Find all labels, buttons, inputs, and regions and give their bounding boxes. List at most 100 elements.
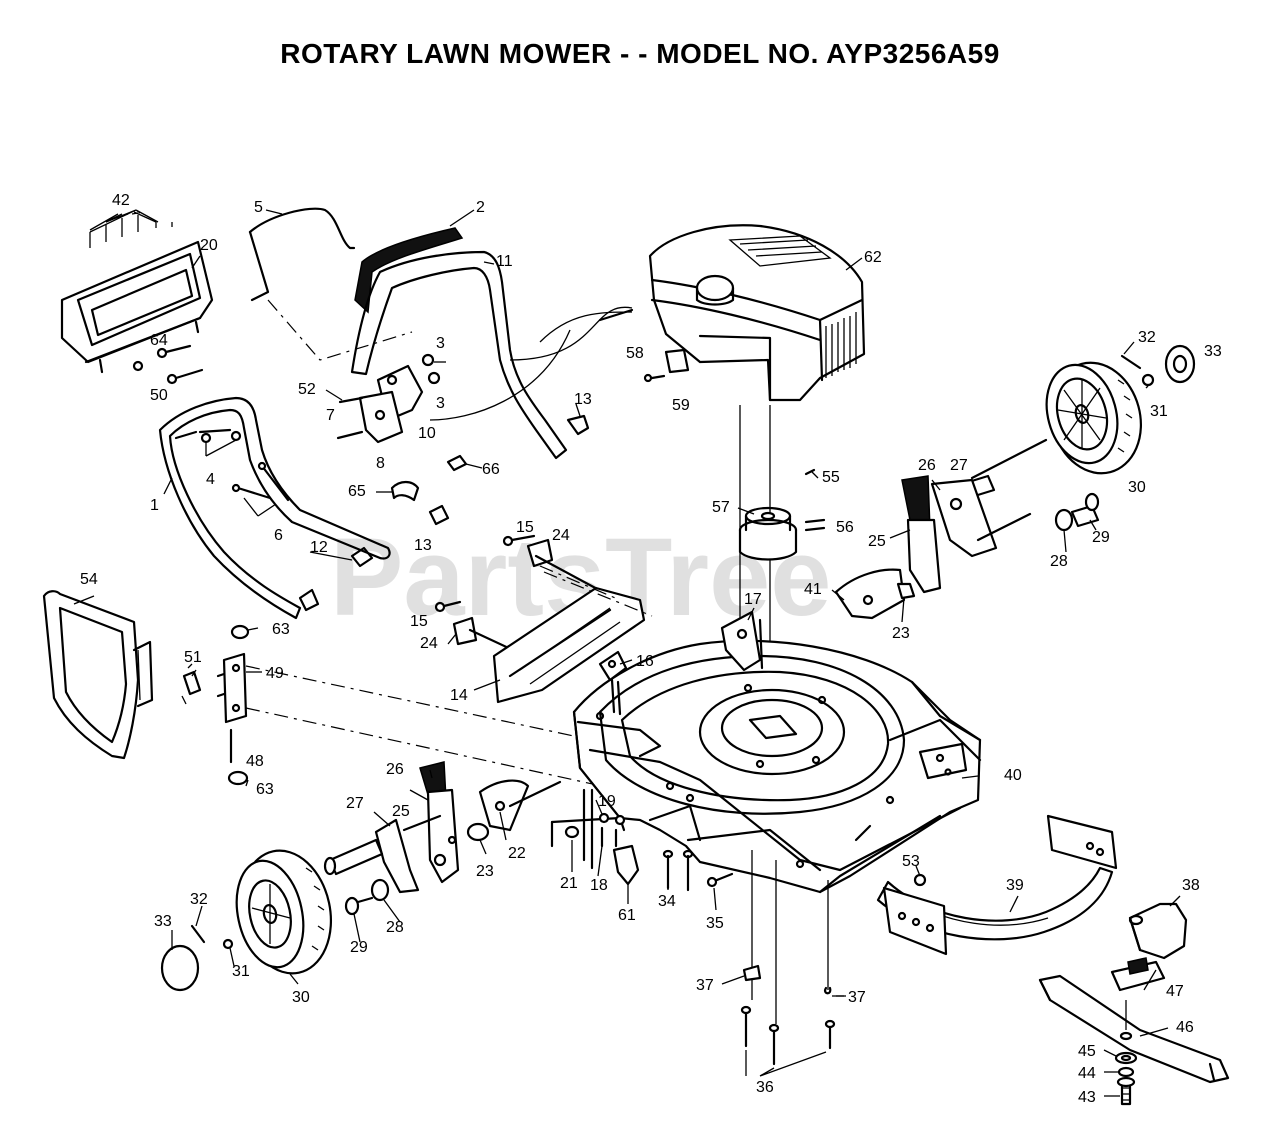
blade-adapter-upper — [738, 468, 826, 561]
mower-deck — [572, 639, 982, 894]
bag-top-frame — [60, 211, 214, 374]
callout-3-bottom: 3 — [436, 395, 445, 412]
handle-brackets — [336, 353, 441, 444]
callout-35: 35 — [706, 915, 724, 932]
page-title: ROTARY LAWN MOWER - - MODEL NO. AYP3256A… — [280, 38, 1000, 69]
callout-30-left: 30 — [292, 989, 310, 1006]
callout-10: 10 — [418, 425, 436, 442]
callout-46: 46 — [1176, 1019, 1194, 1036]
wheel-right — [1045, 344, 1196, 475]
callout-15-top: 15 — [516, 519, 534, 536]
callout-25-left: 25 — [392, 803, 410, 820]
callout-52: 52 — [298, 381, 316, 398]
callout-64: 64 — [150, 332, 168, 349]
callout-26-right: 26 — [918, 457, 936, 474]
callout-27-left: 27 — [346, 795, 364, 812]
callout-57: 57 — [712, 499, 730, 516]
handle-knobs — [298, 414, 590, 612]
callout-53: 53 — [902, 853, 920, 870]
callout-31-left: 31 — [232, 963, 250, 980]
callout-1: 1 — [150, 497, 159, 514]
callout-4: 4 — [206, 471, 215, 488]
callout-36: 36 — [756, 1079, 774, 1096]
callout-labels: 42 20 64 50 5 2 11 62 58 59 32 33 31 30 … — [80, 192, 1222, 1106]
deck-brackets — [598, 610, 764, 716]
left-flap-bracket — [466, 779, 562, 842]
callout-44: 44 — [1078, 1065, 1096, 1082]
bag-cover — [248, 207, 413, 361]
callout-29-right: 29 — [1092, 529, 1110, 546]
callout-49: 49 — [266, 665, 284, 682]
callout-19: 19 — [598, 793, 616, 810]
callout-37-left: 37 — [696, 977, 714, 994]
callout-28-right: 28 — [1050, 553, 1068, 570]
callout-41: 41 — [804, 581, 822, 598]
callout-40: 40 — [1004, 767, 1022, 784]
callout-38: 38 — [1182, 877, 1200, 894]
front-bracket — [434, 534, 646, 704]
callout-45: 45 — [1078, 1043, 1096, 1060]
callout-13-top: 13 — [574, 391, 592, 408]
callout-18: 18 — [590, 877, 608, 894]
callout-32-left: 32 — [190, 891, 208, 908]
callout-65: 65 — [348, 483, 366, 500]
blade-assembly — [1038, 902, 1230, 1106]
callout-22: 22 — [508, 845, 526, 862]
callout-3-top: 3 — [436, 335, 445, 352]
rear-flap-bracket — [834, 568, 916, 620]
callout-14: 14 — [450, 687, 468, 704]
callout-42: 42 — [112, 192, 130, 209]
callout-23-left: 23 — [476, 863, 494, 880]
handle-grip — [354, 227, 464, 314]
callout-43: 43 — [1078, 1089, 1096, 1106]
callout-48: 48 — [246, 753, 264, 770]
bag-bolts — [132, 344, 204, 385]
callout-61: 61 — [618, 907, 636, 924]
discharge-chute — [876, 814, 1118, 956]
upper-handle — [350, 250, 634, 460]
callout-15-bottom: 15 — [410, 613, 428, 630]
deck-bolts — [740, 850, 836, 1066]
callout-13-bottom: 13 — [414, 537, 432, 554]
callout-54: 54 — [80, 571, 98, 588]
callout-5: 5 — [254, 199, 263, 216]
callout-32-right: 32 — [1138, 329, 1156, 346]
callout-25-right: 25 — [868, 533, 886, 550]
callout-50: 50 — [150, 387, 168, 404]
callout-33-left: 33 — [154, 913, 172, 930]
callout-16: 16 — [636, 653, 654, 670]
callout-6: 6 — [274, 527, 283, 544]
callout-7: 7 — [326, 407, 335, 424]
callout-29-left: 29 — [350, 939, 368, 956]
callout-12: 12 — [310, 539, 328, 556]
callout-56: 56 — [836, 519, 854, 536]
callout-17: 17 — [744, 591, 762, 608]
deck-fasteners — [550, 788, 734, 892]
callout-26-left: 26 — [386, 761, 404, 778]
engine — [643, 224, 866, 402]
callout-21: 21 — [560, 875, 578, 892]
callout-34: 34 — [658, 893, 676, 910]
callout-28-left: 28 — [386, 919, 404, 936]
callout-30-right: 30 — [1128, 479, 1146, 496]
callout-8: 8 — [376, 455, 385, 472]
callout-33-right: 33 — [1204, 343, 1222, 360]
callout-63-top: 63 — [272, 621, 290, 638]
callout-24-bottom: 24 — [420, 635, 438, 652]
height-adjuster-left — [374, 761, 460, 894]
callout-37-right: 37 — [848, 989, 866, 1006]
callout-31-right: 31 — [1150, 403, 1168, 420]
callout-55: 55 — [822, 469, 840, 486]
callout-58: 58 — [626, 345, 644, 362]
callout-24-top: 24 — [552, 527, 570, 544]
leader-lines — [73, 209, 1181, 1097]
wheel-left — [160, 838, 384, 992]
callout-27-right: 27 — [950, 457, 968, 474]
axle-bolt-right — [1054, 492, 1100, 532]
callout-59: 59 — [672, 397, 690, 414]
pivot-bracket — [181, 624, 250, 786]
callout-47: 47 — [1166, 983, 1184, 1000]
callout-62: 62 — [864, 249, 882, 266]
callout-11: 11 — [496, 253, 513, 270]
